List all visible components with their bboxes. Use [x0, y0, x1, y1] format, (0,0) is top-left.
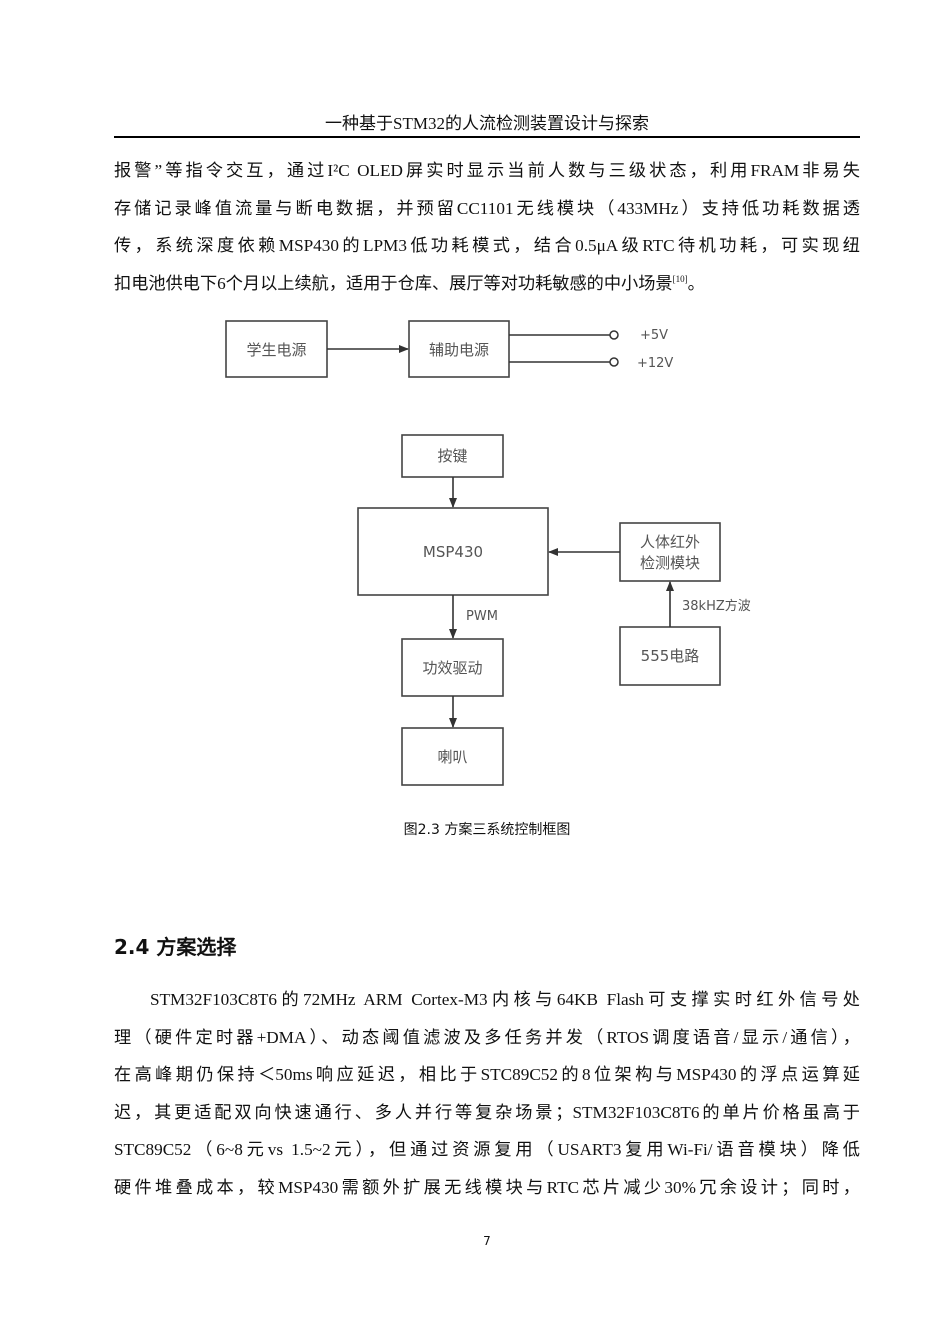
pwm-label: PWM	[466, 609, 498, 624]
circuit-555-label: 555电路	[641, 647, 700, 665]
paragraph-1-end: 。	[687, 273, 705, 293]
paragraph-1-line: 扣电池供电下6个月以上续航，适用于仓库、展厅等对功耗敏感的中小场景[10]。	[114, 265, 860, 303]
paragraph-1: 报警”等指令交互，通过I²C OLED屏实时显示当前人数与三级状态，利用FRAM…	[114, 152, 860, 302]
amp-label: 功效驱动	[422, 659, 482, 677]
section-heading: 2.4 方案选择	[114, 935, 237, 959]
aux-power-label: 辅助电源	[429, 341, 489, 359]
paragraph-1-line: 传，系统深度依赖MSP430的LPM3低功耗模式，结合0.5μA级RTC待机功耗…	[114, 236, 860, 255]
paragraph-2-line: STM32F103C8T6的72MHz ARM Cortex-M3内核与64KB…	[150, 990, 860, 1009]
power-source-box	[225, 320, 328, 378]
amp-box	[401, 638, 504, 697]
output-12v-label: +12V	[637, 356, 673, 371]
output-12v-terminal	[609, 357, 619, 367]
paragraph-1-line: 存储记录峰值流量与断电数据，并预留CC1101无线模块（433MHz）支持低功耗…	[114, 198, 860, 218]
key-label: 按键	[437, 447, 467, 465]
aux-power-box	[408, 320, 510, 378]
output-5v-label: +5V	[640, 328, 668, 343]
mcu-box	[357, 507, 549, 596]
ir-module-label-1: 人体红外	[640, 533, 700, 551]
freq-label: 38kHZ方波	[682, 598, 751, 614]
mcu-label: MSP430	[423, 543, 483, 561]
page-number: 7	[483, 1234, 491, 1248]
page-header: 一种基于STM32的人流检测装置设计与探索	[325, 114, 649, 133]
figure-caption: 图2.3 方案三系统控制框图	[403, 822, 571, 838]
speaker-box	[401, 727, 504, 786]
ir-module-label-2: 检测模块	[640, 554, 700, 572]
output-5v-terminal	[609, 330, 619, 340]
paragraph-2-line: 理（硬件定时器+DMA）、动态阈值滤波及多任务并发（RTOS调度语音/显示/通信…	[114, 1027, 860, 1047]
block-diagram: 学生电源 辅助电源 +5V +12V 按键 MSP430 人体红外 检测模块 5…	[225, 320, 751, 786]
paragraph-2: STM32F103C8T6的72MHz ARM Cortex-M3内核与64KB…	[114, 981, 860, 1206]
citation-ref[interactable]: [10]	[672, 273, 688, 284]
paragraph-2-line: 在高峰期仍保持＜50ms响应延迟，相比于STC89C52的8位架构与MSP430…	[114, 1065, 860, 1084]
circuit-555-box	[619, 626, 721, 686]
paragraph-2-line: 迟，其更适配双向快速通行、多人并行等复杂场景；STM32F103C8T6的单片价…	[114, 1102, 860, 1122]
header-rule	[114, 136, 860, 138]
key-box	[401, 434, 504, 478]
paragraph-1-line: 报警”等指令交互，通过I²C OLED屏实时显示当前人数与三级状态，利用FRAM…	[114, 161, 860, 180]
power-source-label: 学生电源	[246, 341, 306, 359]
paragraph-2-line: 硬件堆叠成本，较MSP430需额外扩展无线模块与RTC芯片减少30%冗余设计；同…	[114, 1177, 860, 1197]
speaker-label: 喇叭	[437, 748, 467, 766]
paragraph-2-line: STC89C52（6~8元vs 1.5~2元），但通过资源复用（USART3复用…	[114, 1140, 860, 1159]
ir-module-box	[619, 522, 721, 582]
paragraph-1-text: 扣电池供电下6个月以上续航，适用于仓库、展厅等对功耗敏感的中小场景	[114, 273, 673, 293]
